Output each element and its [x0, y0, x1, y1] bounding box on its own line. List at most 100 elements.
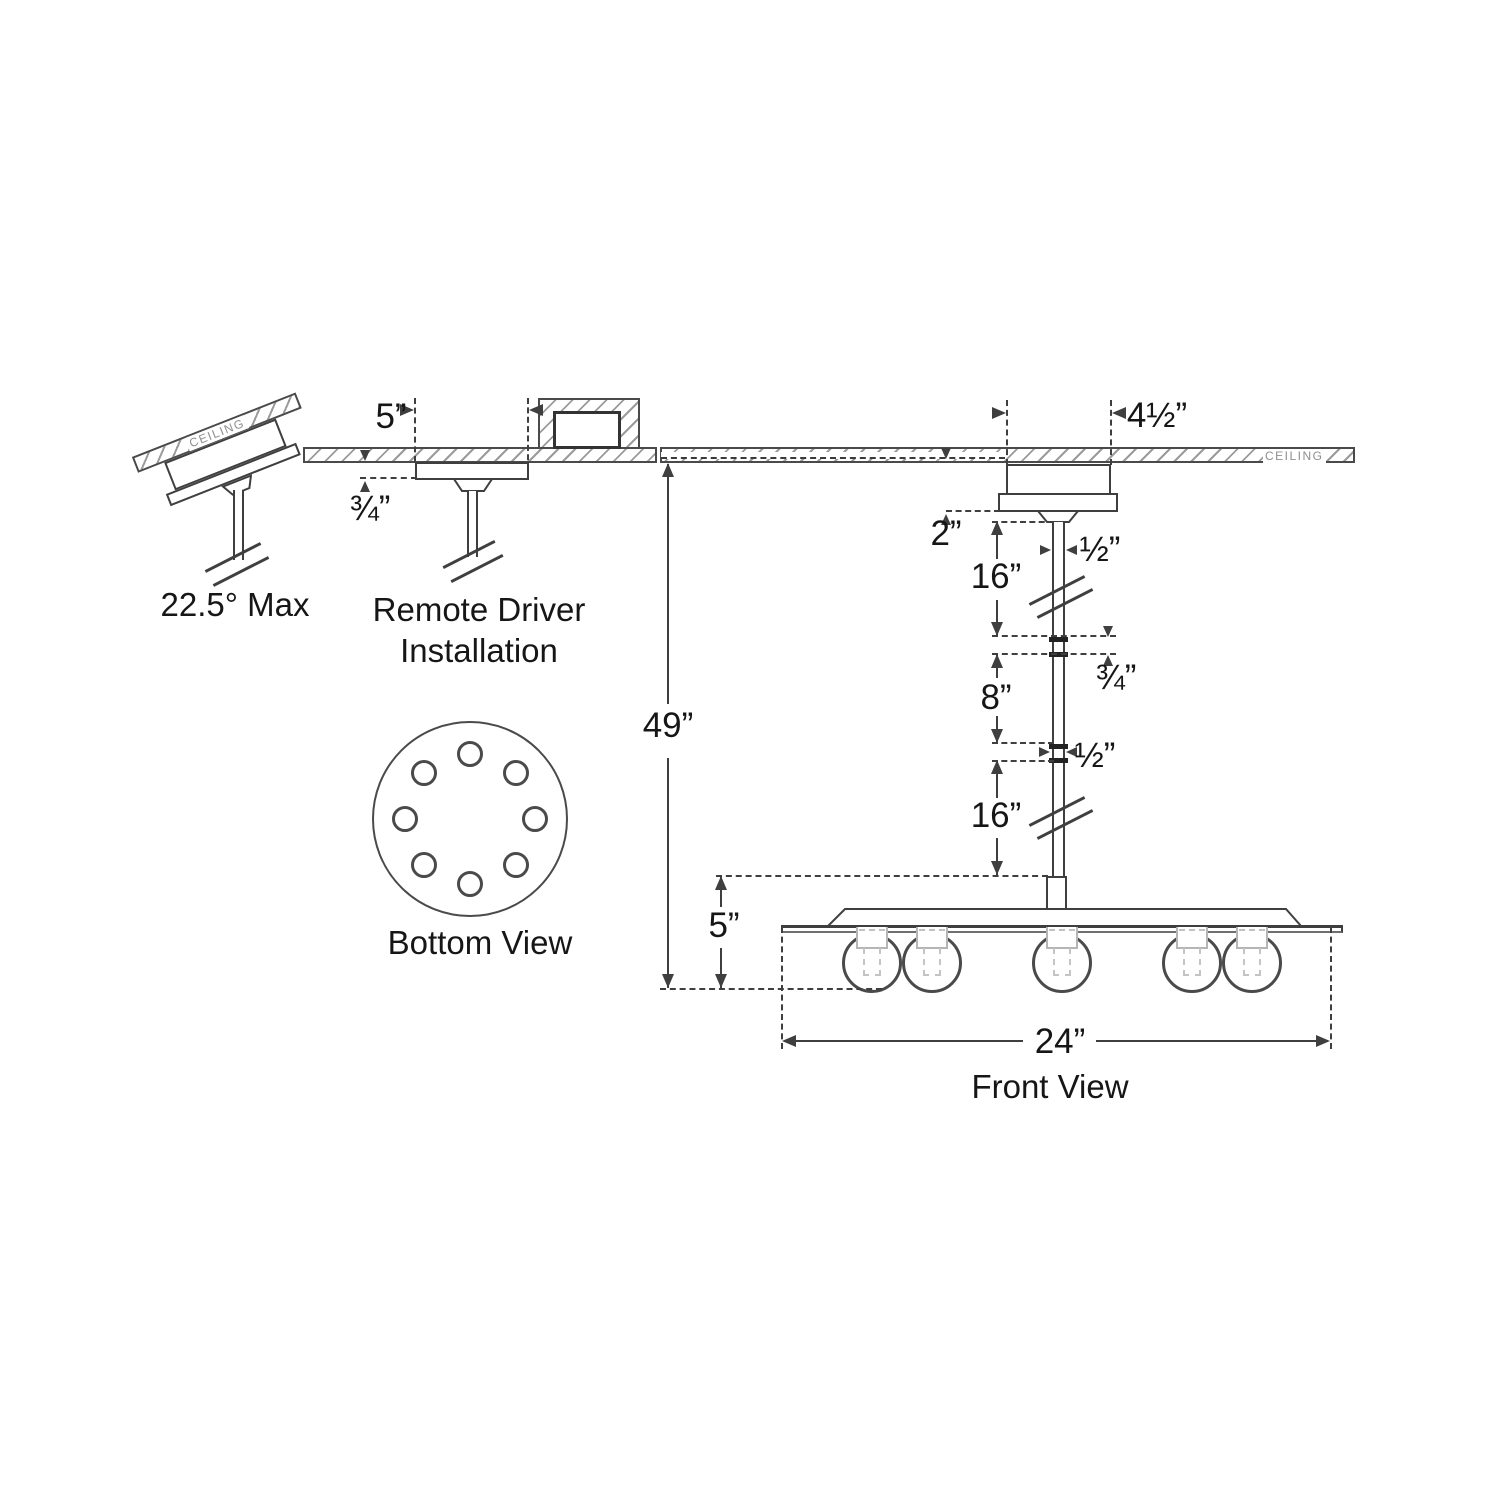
- remote-stem: [452, 478, 494, 492]
- socket-thread: [859, 929, 885, 931]
- tilt-caption: 22.5° Max: [160, 586, 310, 623]
- bottom-view-caption: Bottom View: [387, 924, 573, 961]
- coupling-upper-ext-bottom: [992, 653, 1116, 655]
- middle-rod-arrow-bottom: [991, 729, 1003, 743]
- fixture-width-ext-left: [781, 927, 783, 1049]
- tilted-stem: [221, 474, 253, 496]
- rod-coupling-lower: [1049, 744, 1068, 749]
- bulb-socket: [1046, 927, 1078, 949]
- coupling-lower-label: ½”: [1074, 736, 1116, 775]
- bulb-base: [863, 948, 881, 976]
- rod-coupling-lower: [1049, 758, 1068, 763]
- rod-break-slash: [1036, 588, 1094, 619]
- front-rod: [1052, 522, 1065, 877]
- fixture-height-dim-line: [720, 948, 722, 988]
- remote-drop-tick-top: [360, 450, 370, 461]
- coupling-lower-arrow-right: [1066, 747, 1077, 757]
- coupling-upper-tick-bottom: [1103, 655, 1113, 666]
- rod-coupling-upper: [1049, 637, 1068, 642]
- socket-thread: [1179, 929, 1205, 931]
- upper-rod-arrow-bottom: [991, 622, 1003, 636]
- bulb-base: [923, 948, 941, 976]
- canopy-drop-tick-bottom: [941, 514, 951, 525]
- lower-rod-arrow-bottom: [991, 861, 1003, 875]
- remote-ceiling-band: [303, 447, 657, 463]
- canopy-width-ext-left: [1006, 400, 1008, 465]
- bottom-view-hole: [503, 852, 529, 878]
- bottom-view-hole: [411, 852, 437, 878]
- fixture-height-dim-line: [720, 876, 722, 907]
- middle-rod-label: 8”: [980, 678, 1012, 717]
- bottom-view-hole: [457, 741, 483, 767]
- coupling-upper-ext-top: [992, 635, 1116, 637]
- lower-rod-dim-line: [996, 838, 998, 876]
- bulb-base: [1243, 948, 1261, 976]
- socket-thread: [919, 929, 945, 931]
- overall-dim-line: [667, 464, 669, 704]
- coupling-lower-arrow-left: [1039, 747, 1050, 757]
- upper-rod-dim-line: [996, 600, 998, 636]
- lower-rod-arrow-top: [991, 760, 1003, 774]
- bulb-base: [1053, 948, 1071, 976]
- fixture-top-ref: [716, 875, 1048, 877]
- socket-thread: [1049, 929, 1075, 931]
- overall-dim-line: [667, 758, 669, 988]
- bulb-socket: [856, 927, 888, 949]
- lower-rod-dim-line: [996, 760, 998, 798]
- bulb-socket: [1236, 927, 1268, 949]
- bottom-view-hole: [522, 806, 548, 832]
- bulb-base: [1183, 948, 1201, 976]
- tilted-ceiling-detail: CEILING: [131, 392, 324, 529]
- middle-rod-arrow-top: [991, 654, 1003, 668]
- bulb-socket: [1176, 927, 1208, 949]
- upper-rod-dim-line: [996, 521, 998, 559]
- fixture-width-arrow-right: [1316, 1035, 1330, 1047]
- socket-thread: [1239, 929, 1265, 931]
- fixture-width-ext-right: [1330, 927, 1332, 1049]
- fixture-height-arrow-bottom: [715, 974, 727, 988]
- remote-width-label: 5”: [375, 397, 407, 436]
- remote-drop-ext: [360, 477, 417, 479]
- remote-drop-tick-bottom: [360, 481, 370, 492]
- canopy-width-label: 4½”: [1126, 396, 1188, 435]
- overall-arrow-top: [662, 463, 674, 477]
- bulb-socket: [916, 927, 948, 949]
- remote-caption: Remote Driver Installation: [354, 589, 604, 671]
- canopy-width-arrow-right: [1112, 407, 1126, 419]
- coupling-upper-label: ¾”: [1095, 658, 1137, 697]
- fixture-height-arrow-top: [715, 876, 727, 890]
- canopy-width-ext-right: [1110, 400, 1112, 465]
- remote-caption-line2: Installation: [400, 632, 558, 669]
- canopy-drop-label: 2”: [930, 514, 962, 553]
- coupling-upper-tick-top: [1103, 626, 1113, 637]
- lower-rod-label: 16”: [970, 796, 1022, 835]
- overall-arrow-bottom: [662, 974, 674, 988]
- tilted-rod: [233, 490, 244, 560]
- fixture-width-dim-line: [1096, 1040, 1328, 1042]
- upper-rod-arrow-top: [991, 521, 1003, 535]
- bottom-view-hole: [503, 760, 529, 786]
- canopy-drop-ext: [946, 510, 1000, 512]
- remote-width-arrow-right: [529, 404, 543, 416]
- bottom-view-hole: [411, 760, 437, 786]
- rod-dia-label: ½”: [1079, 530, 1121, 569]
- fixture-bottom-ref: [660, 988, 882, 990]
- front-ceiling-label: CEILING: [1263, 449, 1326, 463]
- remote-width-ext-right: [527, 398, 529, 479]
- upper-rod-ext-top: [992, 521, 1054, 523]
- rod-dia-arrow-left: [1040, 545, 1051, 555]
- remote-driver-box: [553, 411, 621, 449]
- fixture-height-label: 5”: [708, 906, 740, 945]
- ceiling-ref-dashed-line: [661, 452, 1005, 459]
- canopy-drop-tick-top: [941, 448, 951, 459]
- overall-label: 49”: [642, 706, 694, 745]
- upper-rod-label: 16”: [970, 557, 1022, 596]
- fixture-width-label: 24”: [1034, 1022, 1086, 1061]
- fixture-width-arrow-left: [782, 1035, 796, 1047]
- fixture-width-dim-line: [785, 1040, 1023, 1042]
- bottom-view-hole: [457, 871, 483, 897]
- bottom-view-hole: [392, 806, 418, 832]
- front-view-caption: Front View: [971, 1068, 1129, 1105]
- rod-dia-arrow-right: [1066, 545, 1077, 555]
